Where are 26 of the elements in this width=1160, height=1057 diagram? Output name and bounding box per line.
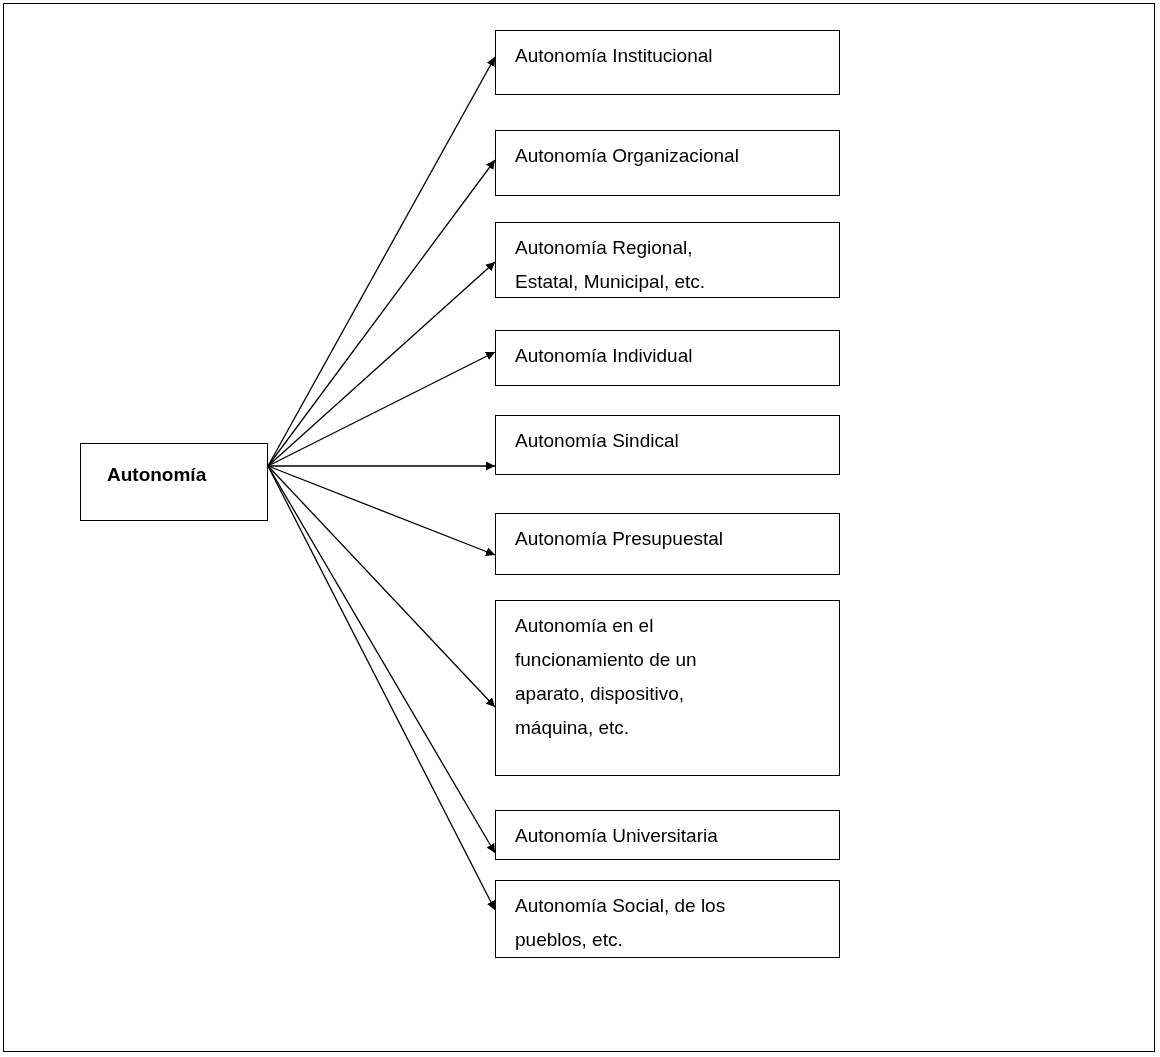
- node-text: Autonomía Institucional: [515, 45, 713, 66]
- arrow: [267, 465, 496, 708]
- category-box: [495, 600, 840, 776]
- node-text: Autonomía Individual: [515, 345, 693, 366]
- node-text: Autonomía Universitaria: [515, 825, 718, 846]
- arrow: [267, 261, 496, 467]
- node-text: Autonomía Organizacional: [515, 145, 739, 166]
- category-box: [495, 130, 840, 196]
- arrow: [267, 461, 496, 471]
- arrow: [267, 159, 496, 467]
- node-text: Autonomía Social, de los pueblos, etc.: [515, 895, 726, 950]
- category-box: [495, 513, 840, 575]
- root-box: [80, 443, 268, 521]
- category-box: [495, 330, 840, 386]
- node-text: Autonomía en el funcionamiento de un aparato, dispositivo, máquina, etc.: [515, 615, 697, 738]
- arrow: [267, 465, 496, 556]
- category-box: [495, 30, 840, 95]
- category-box: [495, 810, 840, 860]
- arrow: [267, 351, 496, 467]
- node-text: Autonomía Presupuestal: [515, 528, 724, 549]
- node-text: Autonomía Regional, Estatal, Municipal, etc.: [515, 237, 706, 292]
- category-box: [495, 880, 840, 958]
- category-box: [495, 222, 840, 298]
- node-text: Autonomía Sindical: [515, 430, 679, 451]
- category-box: [495, 415, 840, 475]
- node-text: Autonomía: [107, 464, 207, 485]
